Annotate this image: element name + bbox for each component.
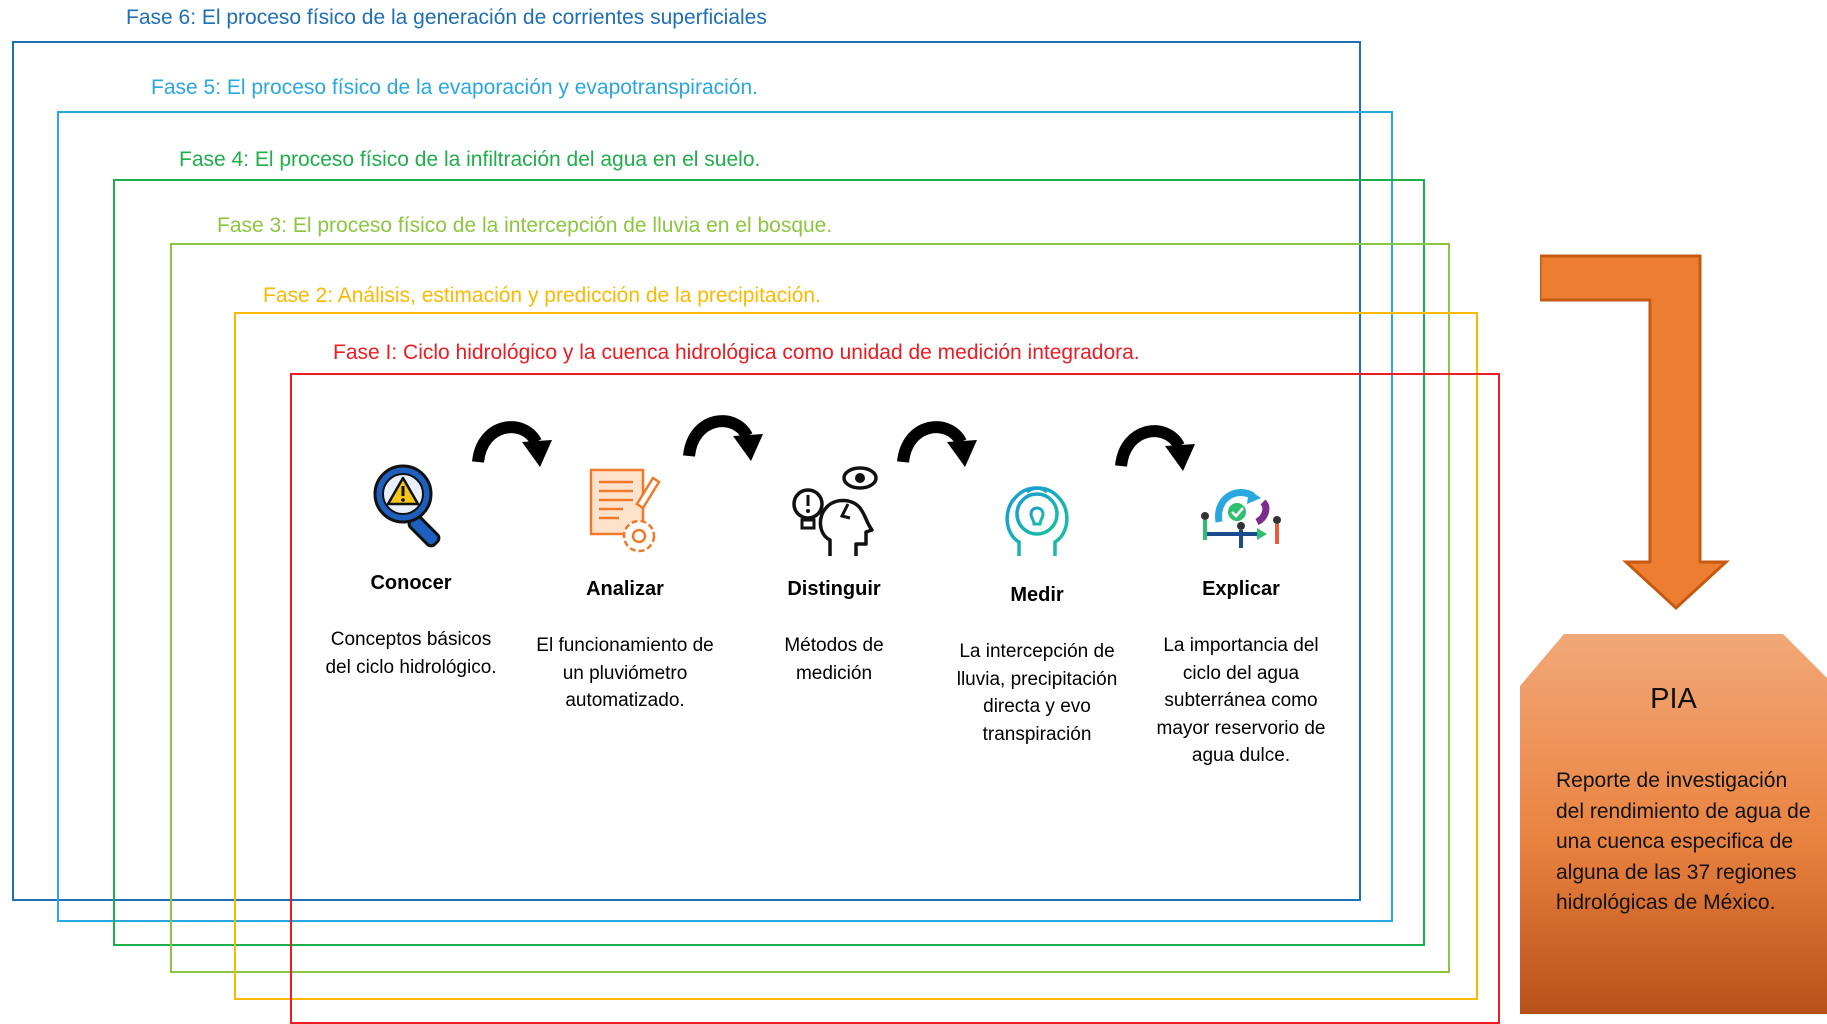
document-gear-icon bbox=[589, 468, 661, 553]
phase-3-label: Fase 3: El proceso físico de la intercep… bbox=[217, 214, 833, 237]
step-conocer: Conocer Conceptos básicos del ciclo hidr… bbox=[321, 458, 501, 681]
phase-2-label: Fase 2: Análisis, estimación y predicció… bbox=[263, 284, 821, 307]
phase-1-label: Fase I: Ciclo hidrológico y la cuenca hi… bbox=[333, 341, 1140, 364]
phase-3-frame bbox=[170, 243, 1450, 973]
step-title: Distinguir bbox=[787, 578, 881, 600]
phase-4-label: Fase 4: El proceso físico de la infiltra… bbox=[179, 148, 761, 171]
pia-description: Reporte de investigación del rendimiento… bbox=[1556, 769, 1811, 914]
curved-arrow-icon bbox=[897, 421, 977, 467]
pia-title: PIA bbox=[1650, 683, 1697, 715]
step-description: Conceptos básicos del ciclo hidrológico. bbox=[325, 629, 497, 678]
step-medir: Medir La intercepción de lluvia, precipi… bbox=[947, 470, 1127, 748]
phase-6-frame bbox=[12, 41, 1361, 901]
heads-bulb-icon bbox=[1005, 486, 1069, 556]
bent-down-arrow-icon bbox=[1540, 254, 1730, 611]
step-explicar: Explicar La importancia del ciclo del ag… bbox=[1151, 464, 1331, 770]
phase-5-frame bbox=[57, 111, 1393, 922]
step-description: La intercepción de lluvia, precipitación… bbox=[956, 641, 1118, 745]
curved-arrow-icon bbox=[1115, 425, 1195, 471]
magnifier-warning-icon bbox=[373, 464, 441, 548]
step-description: El funcionamiento de un pluviómetro auto… bbox=[536, 635, 714, 711]
curved-arrow-icon bbox=[472, 421, 552, 467]
phase-6-label: Fase 6: El proceso físico de la generaci… bbox=[126, 6, 767, 29]
pia-box bbox=[1520, 634, 1827, 1014]
step-analizar: Analizar El funcionamiento de un pluvióm… bbox=[535, 464, 715, 715]
phase-5-label: Fase 5: El proceso físico de la evaporac… bbox=[151, 76, 759, 99]
phase-2-frame bbox=[234, 312, 1478, 1000]
step-description: Métodos de medición bbox=[784, 635, 884, 684]
cycle-people-icon bbox=[1201, 488, 1281, 548]
step-title: Medir bbox=[1010, 584, 1064, 606]
step-title: Conocer bbox=[370, 572, 452, 594]
head-eye-icon bbox=[792, 466, 878, 556]
phase-4-frame bbox=[113, 179, 1425, 946]
step-description: La importancia del ciclo del agua subter… bbox=[1156, 635, 1326, 766]
phase-1-frame bbox=[290, 373, 1500, 1024]
curved-arrow-icon bbox=[683, 415, 763, 461]
step-title: Analizar bbox=[586, 578, 664, 600]
step-title: Explicar bbox=[1202, 578, 1280, 600]
step-distinguir: Distinguir Métodos de medición bbox=[744, 464, 924, 687]
